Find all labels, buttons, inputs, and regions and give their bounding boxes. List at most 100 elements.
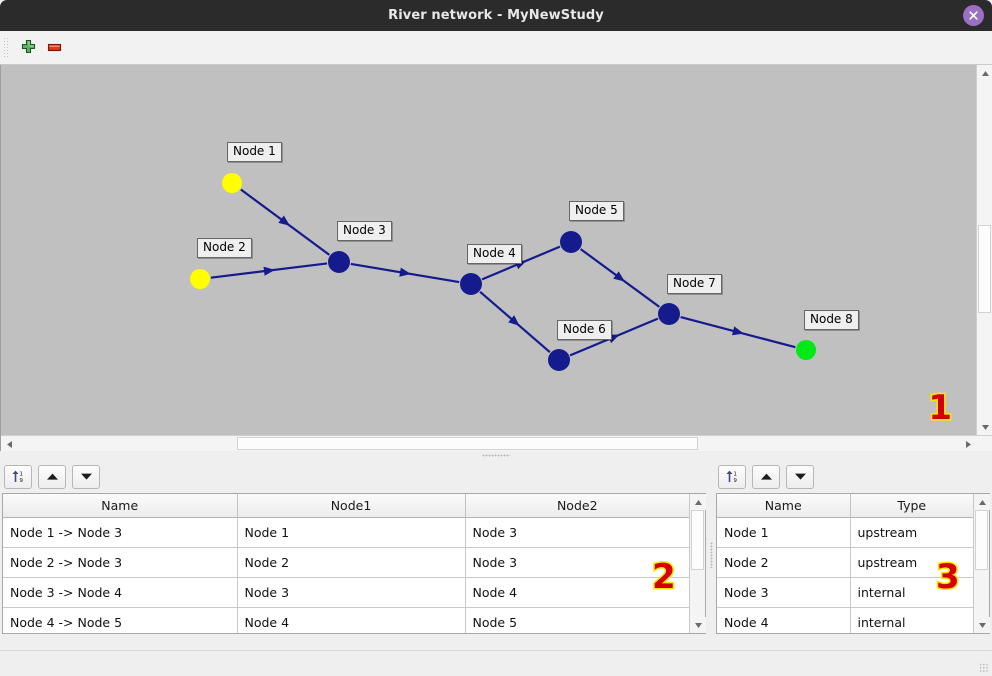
toolbar-drag-handle[interactable] xyxy=(3,36,10,59)
graph-node-node4[interactable] xyxy=(460,273,482,295)
links-col-header-0[interactable]: Name xyxy=(3,494,238,518)
links-vscroll-track[interactable] xyxy=(690,510,705,617)
graph-node-node2[interactable] xyxy=(190,269,210,289)
nodes-cell[interactable]: Node 3 xyxy=(717,577,851,608)
graph-node-node7[interactable] xyxy=(658,303,680,325)
nodes-col-header-0[interactable]: Name xyxy=(717,494,851,518)
status-bar xyxy=(0,650,992,676)
links-cell[interactable]: Node 1 -> Node 3 xyxy=(3,517,238,548)
graph-vscroll-track[interactable] xyxy=(977,81,992,419)
nodes-pane-footer xyxy=(714,634,992,650)
main-toolbar xyxy=(0,31,992,65)
network-graph-canvas[interactable]: Node 1 Node 2 Node 3 Node 4 Node 5 Node 6 Node… xyxy=(1,65,976,435)
graph-node-node5[interactable] xyxy=(560,231,582,253)
links-sort-ascending-icon[interactable]: 1 9 xyxy=(4,464,32,489)
nodes-cell[interactable]: upstream xyxy=(850,547,973,578)
nodes-scroll-down-arrow-icon[interactable] xyxy=(974,617,990,633)
vertical-splitter[interactable] xyxy=(708,460,714,650)
graph-node-node3[interactable] xyxy=(328,251,350,273)
graph-hscroll-track[interactable] xyxy=(17,436,960,451)
nodes-cell[interactable]: upstream xyxy=(850,517,973,548)
remove-minus-icon[interactable] xyxy=(41,35,67,61)
scroll-left-arrow-icon[interactable] xyxy=(1,436,17,451)
graph-node-label-node6[interactable]: Node 6 xyxy=(557,320,612,340)
links-col-header-2[interactable]: Node2 xyxy=(465,494,689,518)
nodes-vertical-scrollbar[interactable] xyxy=(973,494,990,633)
nodes-cell[interactable]: Node 2 xyxy=(717,547,851,578)
links-cell[interactable]: Node 3 xyxy=(465,547,689,578)
links-pane-footer xyxy=(0,634,708,650)
links-cell[interactable]: Node 3 xyxy=(465,517,689,548)
links-cell[interactable]: Node 4 xyxy=(465,577,689,608)
links-move-up-icon[interactable] xyxy=(38,464,66,489)
links-move-down-icon[interactable] xyxy=(72,464,100,489)
links-cell[interactable]: Node 5 xyxy=(465,607,689,633)
links-cell[interactable]: Node 1 xyxy=(237,517,466,548)
links-scroll-down-arrow-icon[interactable] xyxy=(690,617,706,633)
nodes-sort-ascending-icon[interactable]: 1 9 xyxy=(718,464,746,489)
nodes-scroll-up-arrow-icon[interactable] xyxy=(974,494,990,510)
graph-hscroll-thumb[interactable] xyxy=(237,437,698,450)
scroll-up-arrow-icon[interactable] xyxy=(977,65,992,81)
close-icon[interactable] xyxy=(963,5,984,26)
links-col-header-1[interactable]: Node1 xyxy=(237,494,466,518)
graph-node-label-node2[interactable]: Node 2 xyxy=(197,238,252,258)
links-vscroll-thumb[interactable] xyxy=(691,510,704,570)
links-cell[interactable]: Node 2 xyxy=(237,547,466,578)
graph-vertical-scrollbar[interactable] xyxy=(976,65,992,435)
nodes-col-header-1[interactable]: Type xyxy=(850,494,973,518)
links-cell[interactable]: Node 3 xyxy=(237,577,466,608)
scroll-right-arrow-icon[interactable] xyxy=(960,436,976,451)
svg-text:9: 9 xyxy=(19,478,23,484)
nodes-cell[interactable]: internal xyxy=(850,607,973,633)
vertical-splitter-grip-icon xyxy=(709,542,713,568)
nodes-vscroll-track[interactable] xyxy=(974,510,989,617)
nodes-vscroll-thumb[interactable] xyxy=(975,510,988,570)
nodes-move-down-icon[interactable] xyxy=(786,464,814,489)
graph-node-label-node8[interactable]: Node 8 xyxy=(804,310,859,330)
links-cell[interactable]: Node 4 xyxy=(237,607,466,633)
network-graph-svg xyxy=(190,173,816,371)
links-vertical-scrollbar[interactable] xyxy=(689,494,706,633)
nodes-cell[interactable]: internal xyxy=(850,577,973,608)
graph-node-node6[interactable] xyxy=(548,349,570,371)
add-plus-icon[interactable] xyxy=(15,35,41,61)
graph-node-label-node5[interactable]: Node 5 xyxy=(569,201,624,221)
links-cell[interactable]: Node 4 -> Node 5 xyxy=(3,607,238,633)
window-resize-grip-icon[interactable] xyxy=(979,663,989,673)
graph-node-label-node3[interactable]: Node 3 xyxy=(337,221,392,241)
graph-node-label-node1[interactable]: Node 1 xyxy=(227,142,282,162)
links-cell[interactable]: Node 2 -> Node 3 xyxy=(3,547,238,578)
nodes-cell[interactable]: Node 1 xyxy=(717,517,851,548)
links-scroll-up-arrow-icon[interactable] xyxy=(690,494,706,510)
graph-node-node1[interactable] xyxy=(222,173,242,193)
graph-horizontal-scrollbar[interactable] xyxy=(1,435,992,451)
graph-node-label-node4[interactable]: Node 4 xyxy=(467,244,522,264)
graph-node-label-node7[interactable]: Node 7 xyxy=(667,274,722,294)
horizontal-splitter[interactable] xyxy=(0,451,992,460)
graph-node-node8[interactable] xyxy=(796,340,816,360)
nodes-move-up-icon[interactable] xyxy=(752,464,780,489)
nodes-toolbar: 1 9 xyxy=(714,460,992,493)
links-cell[interactable]: Node 3 -> Node 4 xyxy=(3,577,238,608)
graph-vscroll-thumb[interactable] xyxy=(978,225,991,313)
nodes-cell[interactable]: Node 4 xyxy=(717,607,851,633)
scroll-down-arrow-icon[interactable] xyxy=(977,419,992,435)
graph-edges xyxy=(210,188,796,357)
